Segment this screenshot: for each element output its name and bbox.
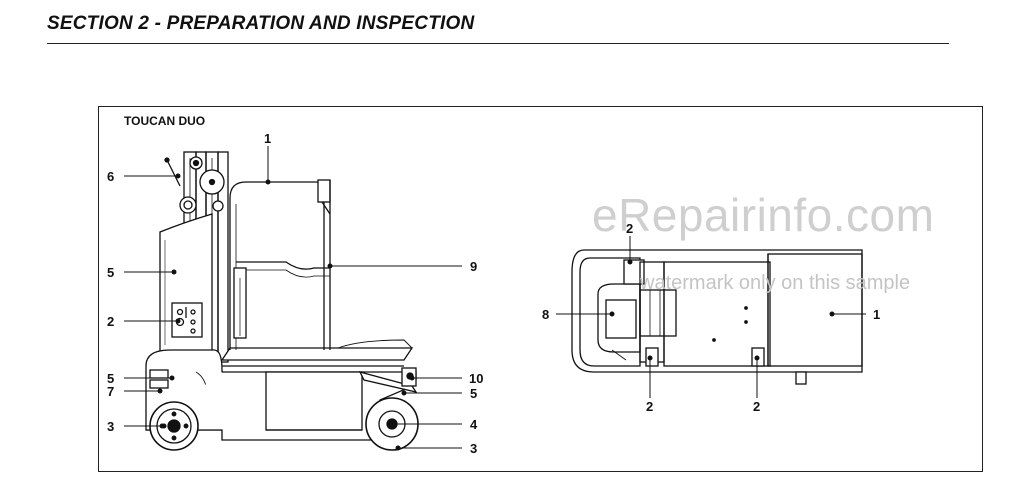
callout-label: 3 bbox=[470, 441, 477, 456]
callout-label: 9 bbox=[470, 259, 477, 274]
callout-label: 1 bbox=[264, 131, 271, 146]
callout-label: 3 bbox=[107, 419, 114, 434]
callout-label: 1 bbox=[873, 307, 880, 322]
watermark-subtext: watermark only on this sample bbox=[640, 272, 911, 294]
figure-frame bbox=[98, 106, 983, 472]
callout-label: 7 bbox=[107, 384, 114, 399]
callout-label: 2 bbox=[753, 399, 760, 414]
callout-label: 4 bbox=[470, 417, 478, 432]
callout-label: 6 bbox=[107, 169, 114, 184]
side-view-callouts: 1 6 5 9 2 5 7 10 5 3 4 3 bbox=[107, 131, 483, 456]
callout-label: 5 bbox=[107, 371, 114, 386]
side-view-machine bbox=[145, 151, 419, 451]
callout-label: 5 bbox=[470, 386, 477, 401]
top-view-machine bbox=[571, 249, 863, 385]
title-divider bbox=[47, 43, 949, 44]
figure-label: TOUCAN DUO bbox=[124, 114, 206, 128]
callout-label: 2 bbox=[626, 221, 633, 236]
callout-label: 2 bbox=[107, 314, 114, 329]
callout-label: 2 bbox=[646, 399, 653, 414]
callout-label: 5 bbox=[107, 265, 114, 280]
watermark: eRepairinfo.com bbox=[592, 189, 935, 241]
top-view-callouts: 2 8 1 2 2 bbox=[542, 221, 880, 414]
side-view-leaders bbox=[124, 146, 462, 451]
callout-label: 10 bbox=[469, 371, 483, 386]
callout-label: 8 bbox=[542, 307, 549, 322]
top-view-leaders bbox=[556, 236, 866, 398]
section-title: SECTION 2 - PREPARATION AND INSPECTION bbox=[47, 13, 475, 34]
